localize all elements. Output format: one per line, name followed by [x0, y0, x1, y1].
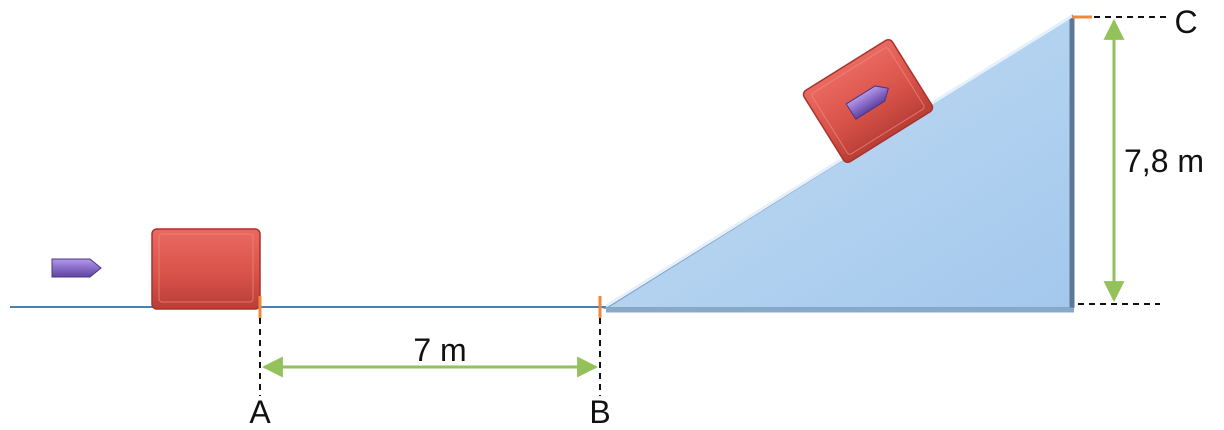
embedded-bullet: [845, 85, 889, 120]
block-on-ground: [151, 228, 261, 310]
block-on-incline: [802, 38, 934, 164]
horizontal-distance-label: 7 m: [413, 332, 466, 368]
incline-height-label: 7,8 m: [1124, 143, 1204, 179]
point-a-label: A: [249, 394, 271, 430]
bullet-projectile: [51, 258, 102, 278]
point-b-label: B: [589, 394, 610, 430]
ramp-edge-slope: [605, 14, 1073, 308]
point-c-label: C: [1174, 4, 1197, 40]
